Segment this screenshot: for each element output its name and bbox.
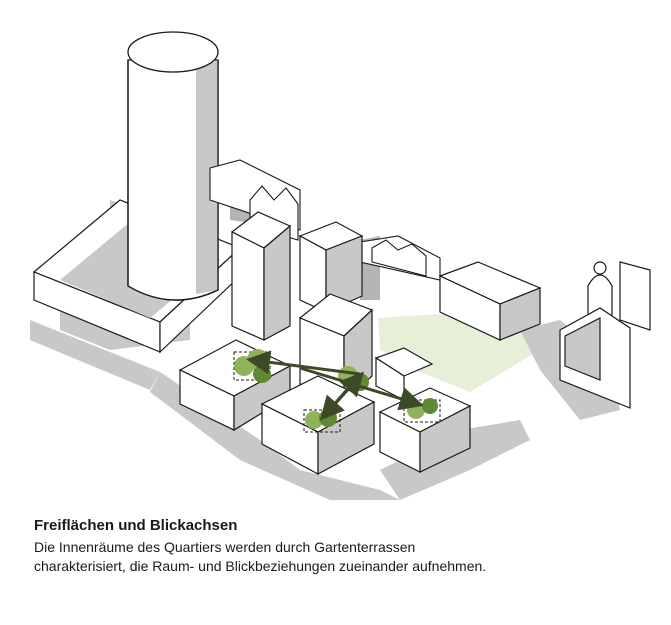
sight-axes [246,350,424,421]
caption-body: Die Innenräume des Quartiers werden durc… [34,538,654,576]
axis-arrow-south [320,383,354,421]
church-tower [559,261,651,409]
caption-title: Freiflächen und Blickachsen [34,517,238,534]
building-right-block [438,261,542,341]
tower-cylinder [127,31,219,301]
building-central-tall [230,211,292,342]
axonometric-diagram [30,31,651,500]
caption-body-line-1: Die Innenräume des Quartiers werden durc… [34,539,416,555]
diagram-svg [30,31,651,500]
old-town-blocks [209,159,441,281]
building-front-right [374,347,472,473]
figure-caption: Freiflächen und Blickachsen Die Innenräu… [34,516,654,576]
building-center-right [298,221,364,313]
caption-body-line-2: charakterisiert, die Raum- und Blickbezi… [34,558,487,574]
